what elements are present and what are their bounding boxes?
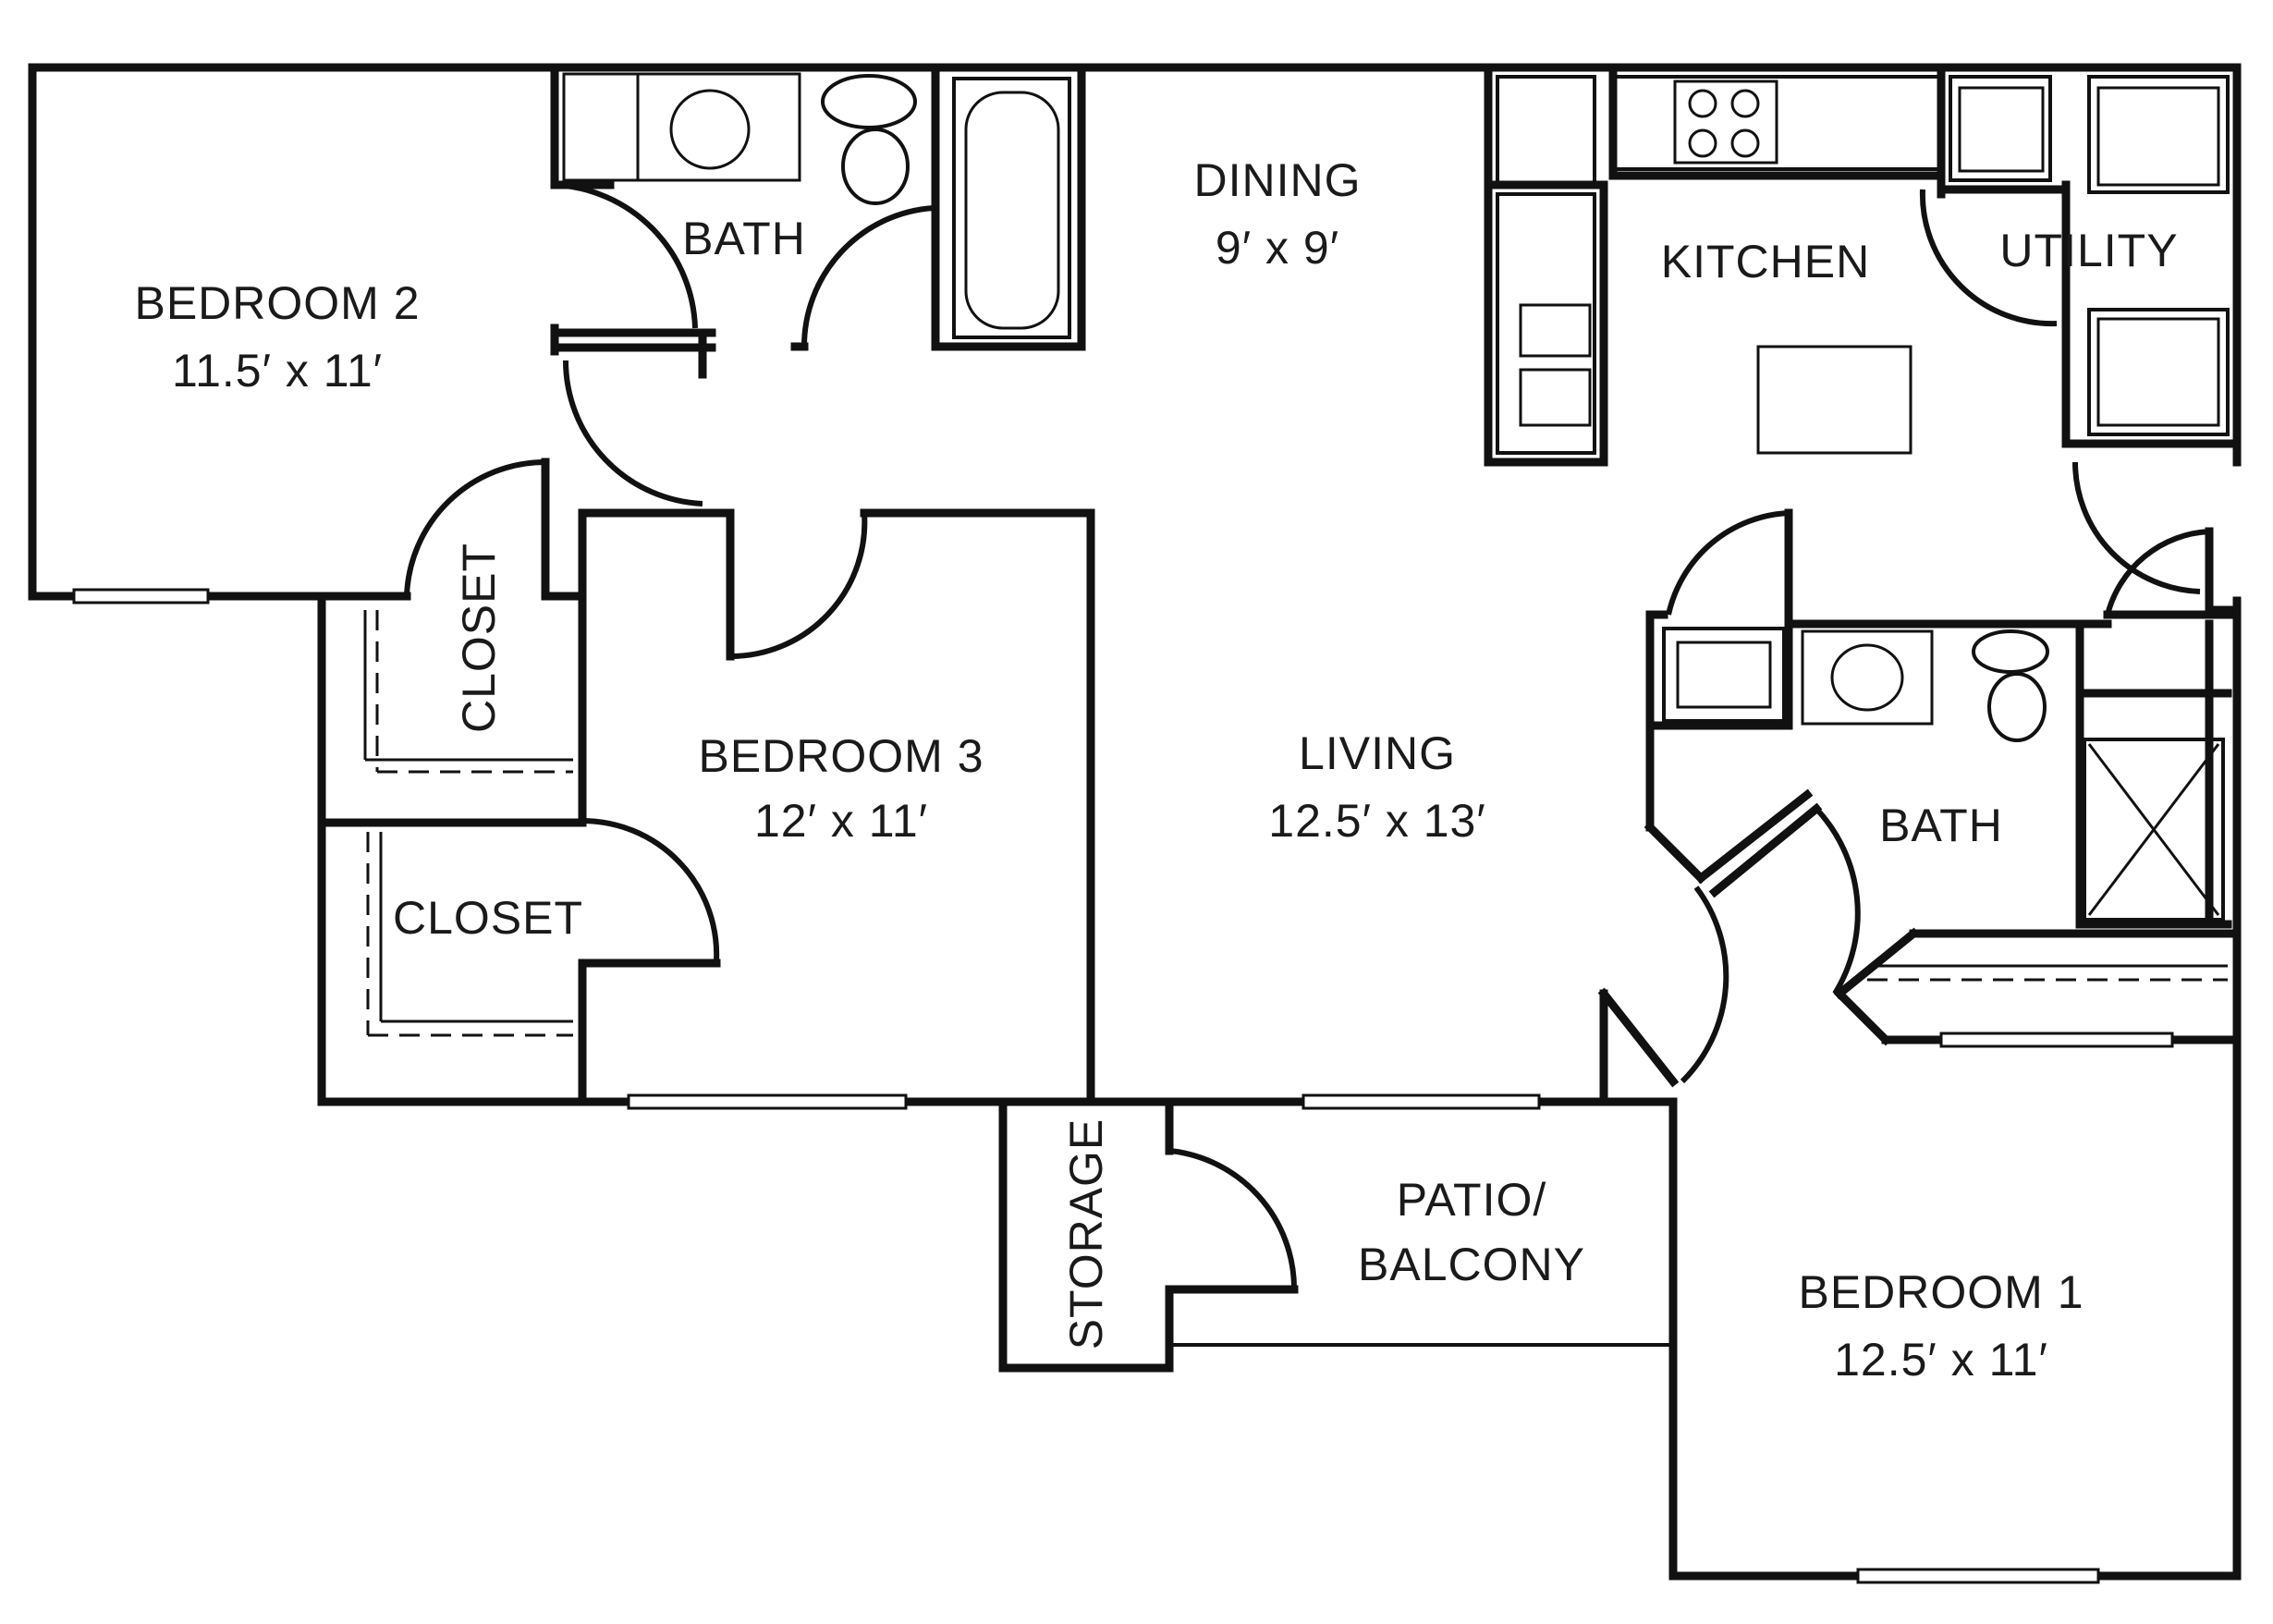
utility-name: UTILITY (1999, 225, 2178, 276)
bedroom3-name: BEDROOM 3 (698, 730, 984, 782)
room-labels: BEDROOM 2 11.5′ x 11′ BATH DINING 9′ x 9… (134, 154, 2178, 1386)
patio-name-line2: BALCONY (1358, 1239, 1585, 1290)
storage-name: STORAGE (1060, 1118, 1112, 1350)
kitchen-name: KITCHEN (1661, 236, 1870, 287)
fixtures (562, 72, 2230, 922)
doors (404, 182, 2210, 1290)
bath-upper-name: BATH (682, 213, 806, 264)
living-size: 12.5′ x 13′ (1268, 795, 1485, 847)
bath-lower-name: BATH (1879, 800, 2003, 851)
closet-lower-name: CLOSET (393, 892, 583, 944)
closet-upper-name: CLOSET (453, 543, 505, 733)
bedroom1-name: BEDROOM 1 (1798, 1266, 2084, 1318)
dining-size: 9′ x 9′ (1216, 222, 1339, 274)
bedroom1-size: 12.5′ x 11′ (1834, 1334, 2048, 1386)
bedroom2-size: 11.5′ x 11′ (172, 345, 383, 397)
dining-name: DINING (1194, 154, 1362, 206)
closet-shelves (363, 610, 2228, 1037)
bedroom2-name: BEDROOM 2 (134, 277, 420, 329)
windows (72, 588, 2174, 1584)
living-name: LIVING (1299, 727, 1456, 779)
bedroom3-size: 12′ x 11′ (754, 795, 928, 847)
patio-name: PATIO/ (1397, 1174, 1547, 1226)
